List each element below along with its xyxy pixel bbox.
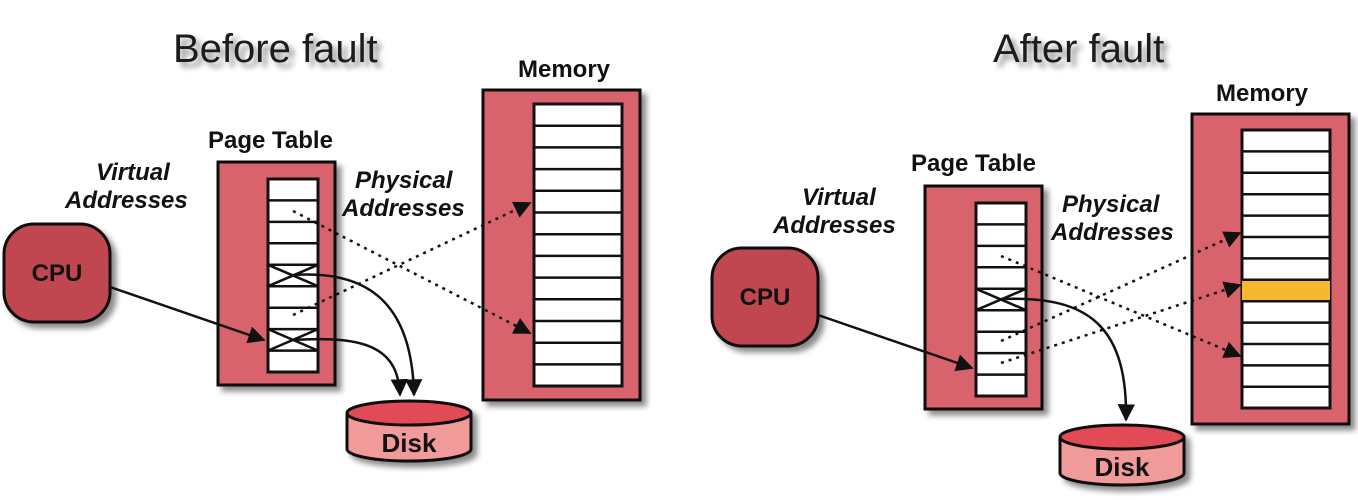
cpu-box xyxy=(710,246,820,348)
disk-icon xyxy=(345,399,473,463)
virtual-addresses-label-2: Addresses xyxy=(772,212,896,239)
disk-icon xyxy=(1058,423,1186,487)
virtual-addresses-label-1: Virtual xyxy=(802,184,877,211)
cpu-label: CPU xyxy=(32,260,83,287)
page-to-disk-arrow xyxy=(1000,297,1136,422)
page-table-label: Page Table xyxy=(911,150,1036,177)
page-to-disk-arrow-1 xyxy=(292,273,423,397)
virtual-addresses-label-2: Addresses xyxy=(64,187,188,214)
before-fault-panel: Before fault Memory Page Table xyxy=(2,27,642,463)
cpu-box xyxy=(2,222,112,324)
cpu-to-page-table-arrow xyxy=(817,313,974,372)
mapping-arrow-new xyxy=(1000,281,1242,365)
page-table-label: Page Table xyxy=(208,127,333,154)
after-fault-title: After fault xyxy=(993,27,1164,71)
physical-addresses-label-2: Addresses xyxy=(1050,219,1174,246)
memory-label: Memory xyxy=(518,56,611,83)
before-fault-title: Before fault xyxy=(173,27,378,71)
mapping-arrow-1 xyxy=(1000,254,1242,358)
cpu-label: CPU xyxy=(740,284,791,311)
mapping-arrow-2 xyxy=(292,201,532,317)
virtual-addresses-label-1: Virtual xyxy=(96,159,171,186)
after-fault-panel: After fault Memory Page Table xyxy=(710,27,1351,487)
memory-frames xyxy=(532,102,624,388)
cpu-to-page-table-arrow xyxy=(109,285,266,344)
mapping-arrow-2 xyxy=(1000,231,1242,343)
disk-label: Disk xyxy=(382,428,437,458)
physical-addresses-label-2: Addresses xyxy=(341,195,465,222)
memory-frames xyxy=(1240,128,1332,410)
page-to-disk-arrow-2 xyxy=(292,337,409,397)
invalid-entry-marks xyxy=(975,287,1027,312)
memory-label: Memory xyxy=(1216,80,1309,107)
disk-label: Disk xyxy=(1095,452,1150,482)
physical-addresses-label-1: Physical xyxy=(1062,191,1161,218)
physical-addresses-label-1: Physical xyxy=(355,167,454,194)
loaded-frame xyxy=(1242,281,1330,301)
